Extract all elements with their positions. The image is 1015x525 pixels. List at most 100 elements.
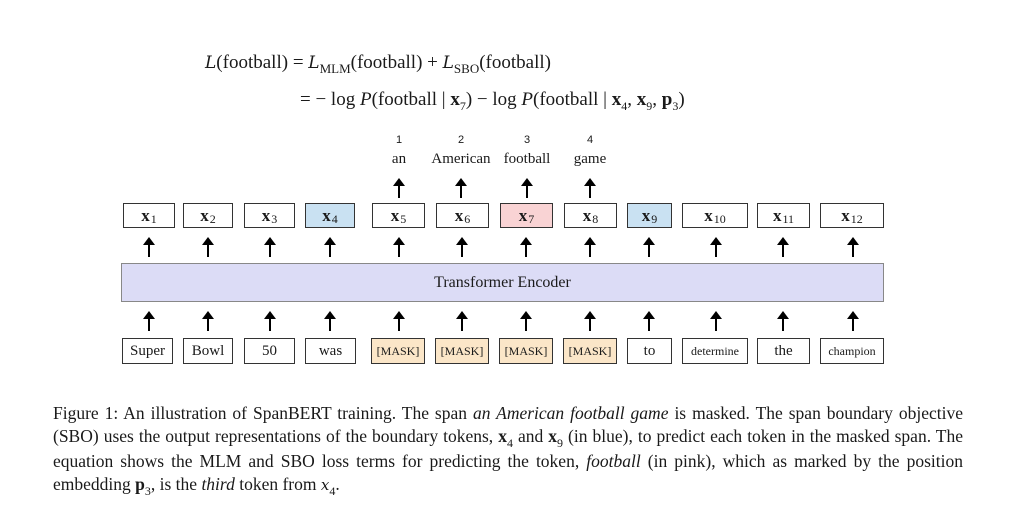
prediction-position-number: 3 bbox=[523, 134, 531, 146]
eq2-x9: x bbox=[636, 89, 647, 110]
caption-text: and bbox=[512, 426, 549, 446]
up-arrow-icon bbox=[847, 237, 859, 257]
loss-symbol: L bbox=[205, 53, 217, 73]
caption-subscript: 3 bbox=[144, 484, 151, 498]
output-symbol: x bbox=[454, 205, 464, 225]
caption-text: , is the bbox=[150, 474, 202, 494]
sbo-loss-symbol: L bbox=[442, 53, 454, 73]
output-subscript: 7 bbox=[528, 212, 535, 226]
mlm-subscript: MLM bbox=[319, 61, 351, 76]
up-arrow-icon bbox=[584, 237, 596, 257]
input-token: 50 bbox=[244, 338, 295, 364]
output-symbol: x bbox=[200, 205, 209, 225]
predicted-word: game bbox=[573, 151, 607, 167]
output-subscript: 11 bbox=[782, 212, 795, 226]
caption-text: . bbox=[335, 474, 340, 494]
input-mask-token: [MASK] bbox=[563, 338, 617, 364]
caption-bold: p bbox=[135, 474, 145, 494]
eq2-p3: p bbox=[661, 89, 673, 110]
up-arrow-icon bbox=[393, 311, 405, 331]
caption-text: is masked. The span boundary objective (… bbox=[53, 403, 963, 446]
caption-bold: x bbox=[548, 426, 558, 446]
output-symbol: x bbox=[322, 205, 331, 225]
output-subscript: 9 bbox=[651, 212, 658, 226]
up-arrow-icon bbox=[777, 311, 789, 331]
loss-equation-line-2: = − log P(football | x7) − log P(footbal… bbox=[300, 89, 685, 113]
up-arrow-icon bbox=[584, 178, 596, 198]
input-token: was bbox=[305, 338, 356, 364]
output-subscript: 12 bbox=[850, 212, 863, 226]
output-symbol: x bbox=[261, 205, 271, 225]
input-token: to bbox=[627, 338, 672, 364]
input-token: Super bbox=[122, 338, 173, 364]
encoder-label: Transformer Encoder bbox=[434, 273, 571, 291]
caption-text: token from bbox=[234, 474, 321, 494]
eq2-arg2-close: ) bbox=[678, 89, 685, 110]
output-subscript: 4 bbox=[331, 212, 338, 226]
eq2-x7: x bbox=[450, 89, 460, 110]
input-mask-token: [MASK] bbox=[435, 338, 489, 364]
up-arrow-icon bbox=[520, 237, 532, 257]
up-arrow-icon bbox=[521, 178, 533, 198]
up-arrow-icon bbox=[455, 178, 467, 198]
up-arrow-icon bbox=[847, 311, 859, 331]
up-arrow-icon bbox=[143, 311, 155, 331]
eq2-x4: x bbox=[611, 89, 622, 110]
predicted-word: football bbox=[503, 151, 551, 167]
prediction-position-number: 2 bbox=[457, 134, 465, 146]
up-arrow-icon bbox=[710, 237, 722, 257]
caption-text: (in blue), to predict each token in the … bbox=[53, 426, 963, 471]
transformer-encoder-block: Transformer Encoder bbox=[121, 263, 884, 302]
loss-equation-line-1: L(football) = LMLM(football) + LSBO(foot… bbox=[205, 52, 551, 76]
loss-arg: (football) bbox=[216, 52, 289, 73]
output-symbol: x bbox=[582, 205, 592, 225]
sbo-subscript: SBO bbox=[453, 61, 480, 76]
sbo-loss-arg: (football) bbox=[479, 52, 551, 73]
mlm-loss-symbol: L bbox=[308, 53, 320, 73]
caption-text: (in pink), which as marked by the positi… bbox=[53, 451, 963, 494]
up-arrow-icon bbox=[643, 311, 655, 331]
input-token: Bowl bbox=[183, 338, 233, 364]
up-arrow-icon bbox=[584, 311, 596, 331]
up-arrow-icon bbox=[264, 237, 276, 257]
input-token: the bbox=[757, 338, 810, 364]
input-mask-token: [MASK] bbox=[371, 338, 425, 364]
input-mask-token: [MASK] bbox=[499, 338, 553, 364]
figure-caption: Figure 1: An illustration of SpanBERT tr… bbox=[53, 402, 963, 498]
equals-sign: = bbox=[288, 52, 309, 73]
output-symbol: x bbox=[518, 205, 528, 225]
up-arrow-icon bbox=[710, 311, 722, 331]
eq2-arg2-open: (football | bbox=[533, 89, 612, 110]
up-arrow-icon bbox=[202, 237, 214, 257]
up-arrow-icon bbox=[393, 237, 405, 257]
up-arrow-icon bbox=[143, 237, 155, 257]
caption-italic: an American football game bbox=[472, 403, 669, 423]
output-symbol: x bbox=[141, 205, 150, 225]
up-arrow-icon bbox=[324, 311, 336, 331]
up-arrow-icon bbox=[456, 237, 468, 257]
up-arrow-icon bbox=[393, 178, 405, 198]
eq2-x7-sub: 7 bbox=[459, 99, 466, 113]
output-symbol: x bbox=[841, 205, 850, 225]
caption-italic: football bbox=[586, 451, 641, 471]
output-subscript: 1 bbox=[150, 212, 157, 226]
caption-subscript: 9 bbox=[557, 436, 564, 450]
eq2-p3-sub: 3 bbox=[672, 99, 679, 113]
eq2-lead: = − log bbox=[300, 89, 360, 110]
eq2-x9-sub: 9 bbox=[646, 99, 653, 113]
output-symbol: x bbox=[704, 205, 713, 225]
output-subscript: 5 bbox=[400, 212, 407, 226]
output-symbol: x bbox=[390, 205, 400, 225]
prob-symbol-2: P bbox=[521, 89, 533, 110]
eq2-comma-2: , bbox=[652, 89, 662, 110]
eq2-x4-sub: 4 bbox=[621, 99, 628, 113]
